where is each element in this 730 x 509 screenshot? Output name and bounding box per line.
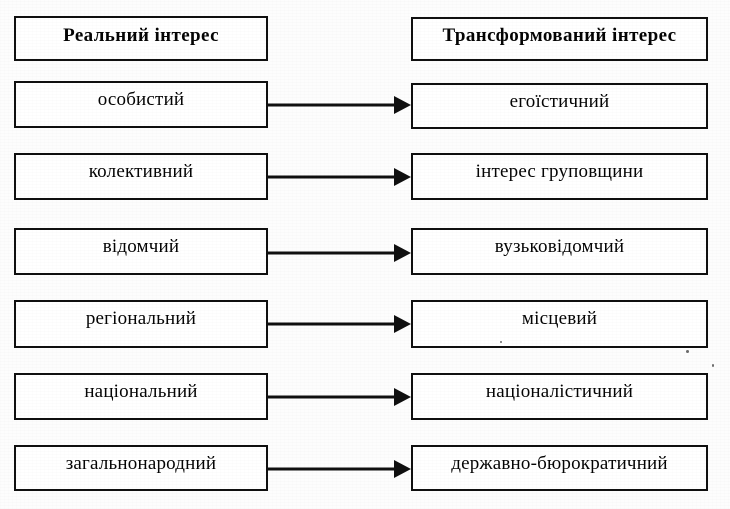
target-label-6: державно-бюрократичний bbox=[451, 453, 668, 474]
arrow-head-2 bbox=[394, 168, 411, 186]
source-box-3: відомчий bbox=[14, 228, 268, 275]
target-label-1: егоїстичний bbox=[509, 91, 610, 112]
arrow-head-5 bbox=[394, 388, 411, 406]
source-box-5: національний bbox=[14, 373, 268, 420]
arrow-head-3 bbox=[394, 244, 411, 262]
target-label-4: місцевий bbox=[521, 308, 598, 329]
scan-speck bbox=[500, 341, 502, 343]
arrow-shaft-1 bbox=[268, 103, 395, 107]
scan-speck bbox=[686, 350, 689, 353]
source-box-6: загальнонародний bbox=[14, 445, 268, 491]
target-box-5: націоналістичний bbox=[411, 373, 708, 420]
target-box-3: вузьковідомчий bbox=[411, 228, 708, 275]
source-box-1: особистий bbox=[14, 81, 268, 128]
source-label-5: національний bbox=[84, 381, 198, 402]
source-box-4: регіональний bbox=[14, 300, 268, 348]
header-label-left: Реальний інтерес bbox=[63, 25, 219, 46]
target-box-2: інтерес груповщини bbox=[411, 153, 708, 200]
scan-speck bbox=[712, 364, 714, 367]
arrow-shaft-2 bbox=[268, 175, 395, 179]
source-label-6: загальнонародний bbox=[65, 453, 217, 474]
target-box-6: державно-бюрократичний bbox=[411, 445, 708, 491]
arrow-head-6 bbox=[394, 460, 411, 478]
target-box-1: егоїстичний bbox=[411, 83, 708, 129]
target-box-4: місцевий bbox=[411, 300, 708, 348]
header-box-right: Трансформований інтерес bbox=[411, 17, 708, 61]
source-label-1: особистий bbox=[97, 89, 185, 110]
source-label-3: відомчий bbox=[102, 236, 180, 257]
header-box-left: Реальний інтерес bbox=[14, 16, 268, 61]
arrow-shaft-3 bbox=[268, 251, 395, 255]
target-label-3: вузьковідомчий bbox=[494, 236, 625, 257]
target-label-2: інтерес груповщини bbox=[475, 161, 644, 182]
arrow-head-1 bbox=[394, 96, 411, 114]
arrow-head-4 bbox=[394, 315, 411, 333]
arrow-shaft-5 bbox=[268, 395, 395, 399]
source-label-4: регіональний bbox=[85, 308, 197, 329]
target-label-5: націоналістичний bbox=[485, 381, 634, 402]
arrow-shaft-6 bbox=[268, 467, 395, 471]
source-label-2: колективний bbox=[88, 161, 194, 182]
arrow-shaft-4 bbox=[268, 322, 395, 326]
source-box-2: колективний bbox=[14, 153, 268, 200]
header-label-right: Трансформований інтерес bbox=[442, 25, 677, 46]
